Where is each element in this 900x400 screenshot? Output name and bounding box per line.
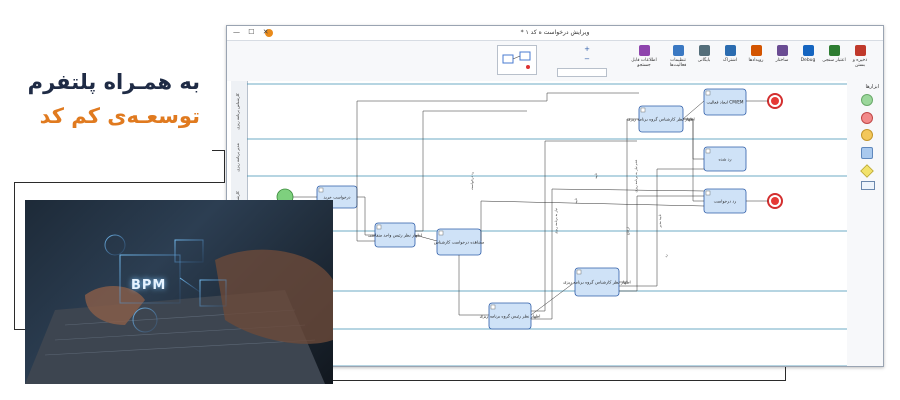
flow-label: تایید [594, 173, 598, 179]
ribbon-button-3-icon [776, 45, 788, 56]
task-box [703, 88, 747, 116]
ribbon-button-label: تنظیمات فعالیت‌ها [669, 58, 687, 68]
headline-line-1: به همـراه پلتفرم [27, 70, 200, 94]
window-controls[interactable]: — ☐ ✕ [233, 28, 272, 36]
ribbon-button-1-icon [828, 45, 840, 56]
task-user-icon [640, 107, 646, 113]
task-user-icon [376, 224, 382, 230]
ribbon-button-4-icon [750, 45, 762, 56]
headline-line-2: توسعـه‌ی کم کد [39, 104, 200, 128]
search-input[interactable] [557, 68, 607, 77]
lane-label: مدیر برنامه ریزی [235, 143, 240, 171]
task-user-icon [705, 190, 711, 196]
zoom-in-icon[interactable]: + [584, 45, 590, 53]
flow-label: تایید مدیر [658, 214, 662, 228]
preview-icon [502, 51, 531, 69]
task-user-icon [705, 148, 711, 154]
task-label: اظهار نظر کارشناس گروه برنامه ریزی [627, 117, 694, 122]
ribbon-button-7[interactable]: تنظیمات فعالیت‌ها [665, 45, 691, 68]
ribbon-button-6[interactable]: بایگانی [691, 45, 717, 63]
ribbon-button-5-icon [724, 45, 736, 56]
flow-label: رد [664, 254, 668, 258]
ribbon-button-label: اشتراک [722, 58, 738, 63]
flow-label: تایید [574, 198, 578, 204]
laptop-illustration [25, 234, 333, 384]
decorative-frame-top-stub [212, 150, 225, 183]
task-label: ایجاد فعالیت CM/EM [707, 100, 744, 105]
sequence-flow [458, 255, 489, 316]
ribbon-button-0[interactable]: ذخیره و بستن [847, 45, 873, 68]
sequence-flow [619, 118, 639, 283]
zoom-out-icon[interactable]: − [584, 55, 590, 63]
ribbon-button-label: رویدادها [748, 58, 764, 63]
sequence-flow [619, 168, 704, 287]
flow-label: نیاز به برنامه ریزی [554, 208, 558, 234]
ribbon-button-4[interactable]: رویدادها [743, 45, 769, 63]
task-user-icon [438, 230, 444, 236]
ribbon-button-2[interactable]: Debug [795, 45, 821, 63]
toolbox-panel: ابزارها [847, 81, 883, 366]
sequence-flow [531, 140, 637, 312]
sequence-flow [480, 200, 705, 241]
ribbon-button-8[interactable]: اطلاعات قابل جستجو [631, 45, 657, 68]
sequence-flow [357, 196, 375, 236]
diagram-preview [497, 45, 537, 75]
ribbon-button-0-icon [854, 45, 866, 56]
sequence-flow [531, 188, 705, 320]
task-icon[interactable] [861, 147, 873, 159]
ribbon-toolbar: + − ذخیره و بستن اعتبار سنجی Debug ساختار رو… [227, 41, 883, 82]
sequence-flow [414, 234, 438, 242]
sequence-flow [682, 100, 705, 120]
ribbon-button-2-icon [802, 45, 814, 56]
flow-label: ارجاع [626, 227, 630, 235]
task-box [488, 302, 532, 330]
sequence-flow [356, 92, 639, 242]
sequence-flow [530, 281, 576, 316]
ribbon-button-label: اعتبار سنجی [822, 58, 846, 63]
annotation-icon[interactable] [861, 181, 875, 190]
lane-label: کارشناس برنامه ریزی [235, 93, 240, 130]
task-label: مشاهده درخواست کارشناس [434, 240, 484, 245]
title-bar: ویرایش درخواست ه کد ۱ * — ☐ ✕ [227, 26, 883, 41]
hero-photo: BPM [25, 200, 333, 384]
app-icon [265, 29, 273, 37]
ribbon-button-5[interactable]: اشتراک [717, 45, 743, 63]
ribbon-button-8-icon [638, 45, 650, 56]
flow-label: رد درخواست [470, 171, 474, 190]
flow-label: عدم نیاز به برنامه ریزی [634, 159, 639, 192]
sequence-flow [415, 110, 527, 232]
task-label: اظهار نظر رئیس گروه برنامه ریزی [480, 314, 541, 319]
ribbon-button-1[interactable]: اعتبار سنجی [821, 45, 847, 63]
intermediate-event-icon[interactable] [861, 129, 873, 141]
task-user-icon [490, 304, 496, 310]
start-event-icon[interactable] [861, 94, 873, 106]
task-label: رد درخواست [714, 199, 737, 204]
task-label: درخواست خرید [323, 195, 350, 200]
ribbon-button-7-icon [672, 45, 684, 56]
ribbon-button-label: بایگانی [697, 58, 711, 63]
task-user-icon [705, 90, 711, 96]
gateway-icon[interactable] [860, 164, 874, 178]
task-label: اظهار نظر رئیس واحد متقاضی [368, 233, 422, 238]
toolbox-title: ابزارها [865, 84, 879, 90]
end-event-core-icon [771, 97, 779, 105]
ribbon-button-3[interactable]: ساختار [769, 45, 795, 63]
ribbon-button-label: ساختار [775, 58, 789, 63]
ribbon-button-label: ذخیره و بستن [852, 58, 868, 68]
task-user-icon [318, 187, 324, 193]
decorative-frame-bottom [333, 360, 786, 381]
task-label: اظهار نظر کارشناس گروه برنامه ریزی [563, 280, 630, 285]
ribbon-button-6-icon [698, 45, 710, 56]
ribbon-button-label: اطلاعات قابل جستجو [631, 58, 657, 68]
end-event-icon[interactable] [861, 112, 873, 124]
window-title: ویرایش درخواست ه کد ۱ * [520, 29, 590, 36]
sequence-flow [619, 195, 704, 292]
task-label: رد شده [718, 157, 731, 162]
task-user-icon [576, 269, 582, 275]
bpm-overlay-text: BPM [131, 278, 167, 293]
ribbon-button-label: Debug [800, 58, 816, 63]
end-event-core-icon [771, 197, 779, 205]
sequence-flow [683, 118, 704, 202]
